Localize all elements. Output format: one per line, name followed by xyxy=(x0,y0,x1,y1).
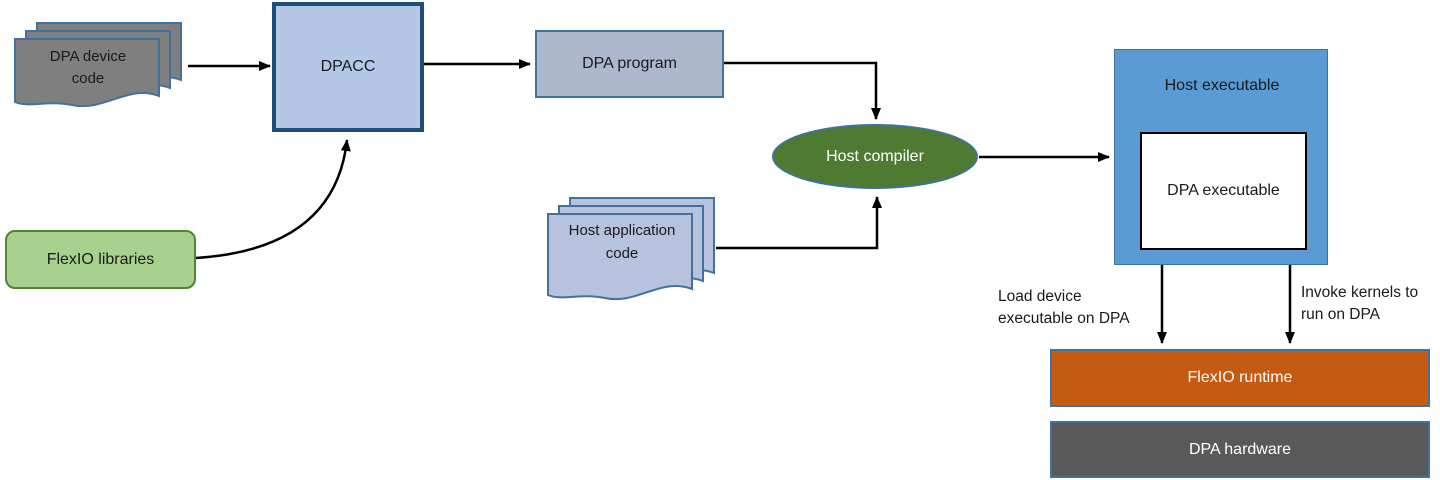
flexio-libraries-label: FlexIO libraries xyxy=(46,250,155,268)
host-compiler-node: Host compiler xyxy=(772,124,978,189)
load-device-executable-annotation: Load device executable on DPA xyxy=(998,288,1130,327)
dpa-program-label: DPA program xyxy=(582,55,677,72)
host-app-code-stack xyxy=(547,197,715,301)
invoke-kernels-annotation: Invoke kernels to run on DPA xyxy=(1301,284,1419,323)
dpa-hardware-node: DPA hardware xyxy=(1050,421,1430,478)
arrow-host-app-code-to-host-compiler xyxy=(716,196,882,250)
flexio-runtime-node: FlexIO runtime xyxy=(1050,349,1430,407)
dpa-executable-node: DPA executable xyxy=(1140,132,1307,250)
arrow-flexio-libraries-to-dpacc xyxy=(195,139,351,260)
dpa-executable-label: DPA executable xyxy=(1167,182,1280,199)
dpa-device-code-label: DPA device code xyxy=(49,48,127,87)
dpa-hardware-label: DPA hardware xyxy=(1189,440,1291,458)
dpacc-label: DPACC xyxy=(320,58,376,75)
dpa-program-node: DPA program xyxy=(535,30,724,98)
host-compiler-label: Host compiler xyxy=(826,147,924,165)
dpacc-node: DPACC xyxy=(272,2,424,132)
host-app-code-label: Host application code xyxy=(568,222,676,262)
flexio-runtime-label: FlexIO runtime xyxy=(1187,369,1293,386)
host-executable-label: Host executable xyxy=(1164,77,1280,94)
document-shape-front xyxy=(14,38,160,108)
host-executable-node: Host executable DPA executable xyxy=(1114,49,1328,265)
flexio-libraries-node: FlexIO libraries xyxy=(5,230,196,289)
arrow-dpa-program-to-host-compiler xyxy=(723,61,881,120)
document-shape-front xyxy=(547,213,693,301)
dpa-device-code-stack xyxy=(14,22,182,108)
